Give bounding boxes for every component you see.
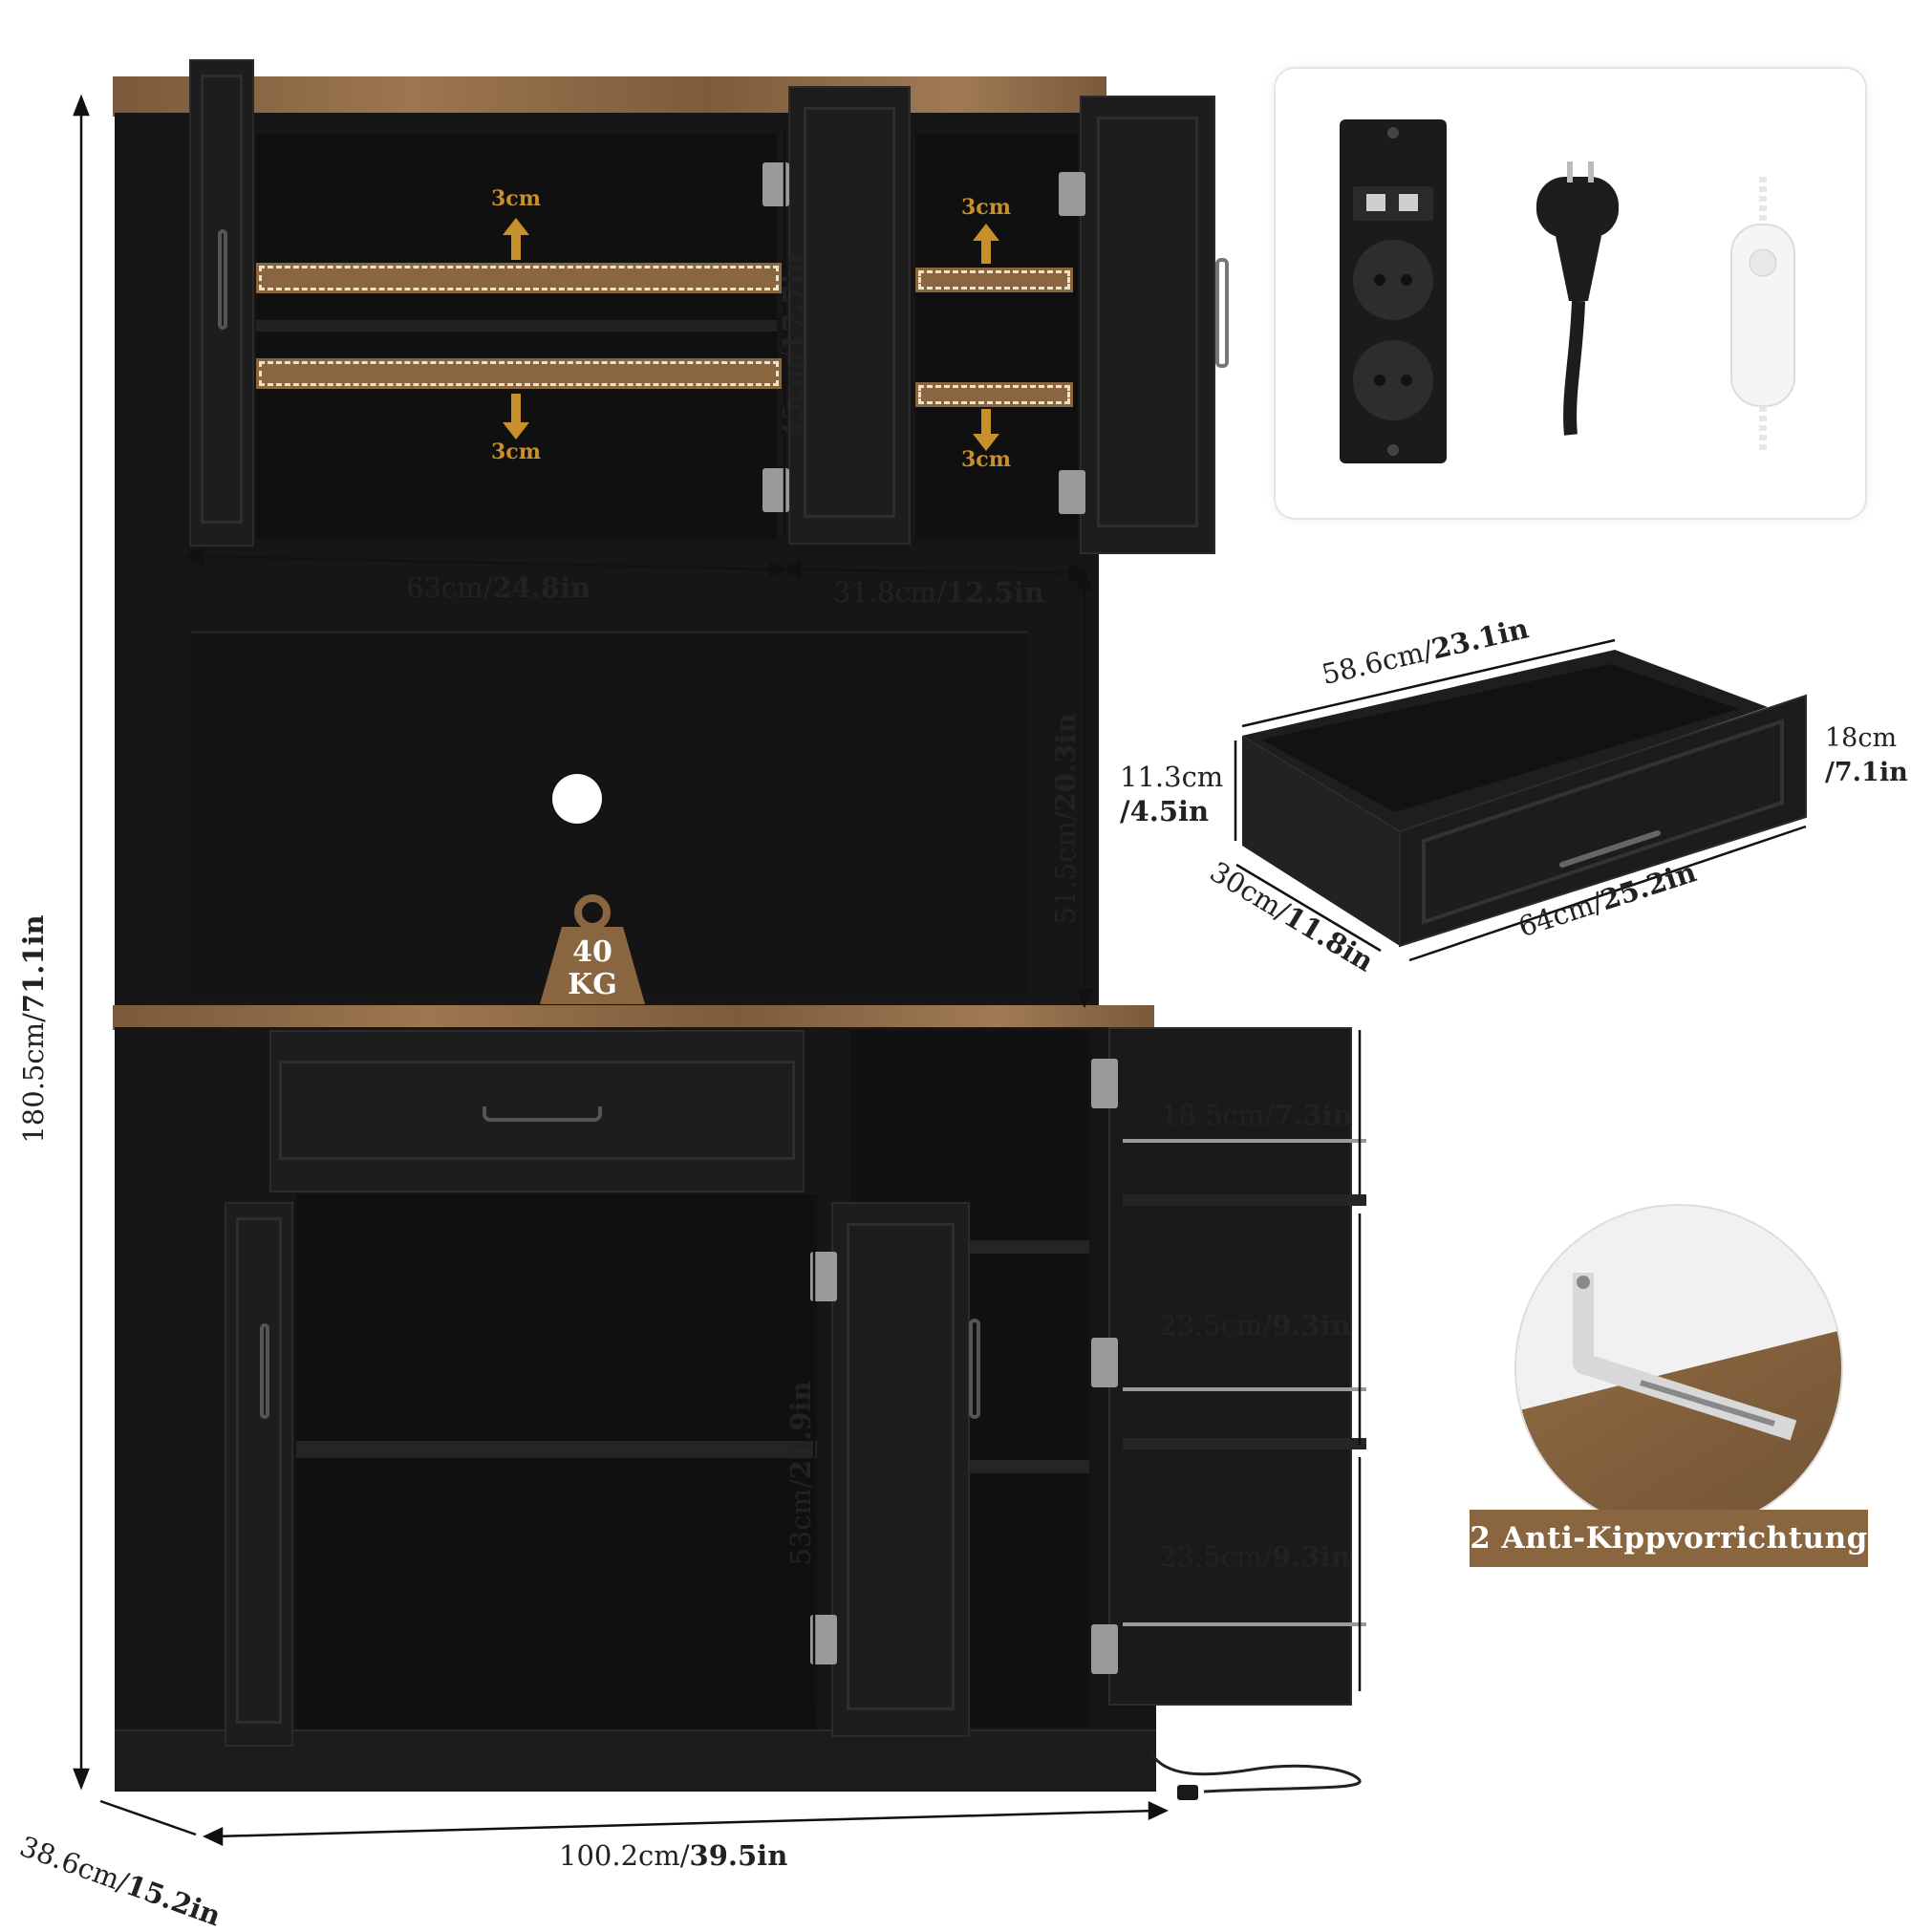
dim-upper-right-width: 31.8cm/12.5in [833,576,1044,609]
hinge-icon [1091,1338,1118,1387]
weight-unit: KG [568,968,617,1001]
anti-tip-circle [1514,1204,1843,1533]
handle [260,1323,269,1419]
drawer-handle [483,1106,602,1122]
top-worktop [113,76,1106,117]
lower-middle-shelf-2 [965,1460,1089,1473]
hinge-icon [1091,1059,1118,1108]
dim-total-height: 180.5cm/71.1in [17,914,50,1144]
power-cord-icon [1149,1752,1362,1800]
anti-tip-label: 2 Anti-Kippvorrichtung [1470,1510,1868,1567]
shelf-adjust-label-2: 3cm [491,440,541,464]
upper-door-right[interactable] [1080,96,1215,554]
upper-right-interior [915,134,1078,540]
door-shelf-1 [1123,1194,1366,1206]
upper-left-interior [256,134,777,540]
arrow-up-head [973,224,999,241]
dim-upper-height: 45cm/17.7in [777,253,809,439]
drawer-inner-height: 11.3cm /4.5in [1120,761,1224,827]
drawer-detail [1234,638,1807,962]
lower-door-left[interactable] [225,1202,293,1747]
shelf-upper-left-1 [256,263,782,293]
shelf-upper-right-1 [915,268,1073,292]
lower-door-middle[interactable] [831,1202,970,1737]
hinge-icon [1091,1624,1118,1674]
arrow-down-icon [981,409,991,436]
door-shelf-bar [1123,1139,1366,1143]
handle [1215,258,1229,368]
led-remote-icon [1730,177,1795,452]
shelf-adjust-label-4: 3cm [961,447,1011,472]
lower-middle-shelf-1 [965,1240,1089,1254]
arrow-down-icon [511,394,521,424]
dim-door-shelf-2: 23.5cm/9.3in [1159,1309,1351,1342]
handle [969,1319,980,1419]
arrow-down-head [503,422,529,440]
arrow-up-head [503,218,529,235]
upper-door-middle[interactable] [788,86,911,545]
hinge-icon [1059,172,1085,216]
dim-door-shelf-1: 18.5cm/7.3in [1161,1099,1353,1131]
lower-left-interior [296,1194,817,1729]
shelf-upper-right-2 [915,382,1073,407]
arrow-up-icon [981,237,991,264]
door-shelf-bar [1123,1387,1366,1391]
cable-hole-icon [552,774,602,824]
anti-tip-bracket-icon [1573,1273,1797,1441]
handle [218,229,227,330]
dim-door-shelf-3: 23.5cm/9.3in [1159,1540,1351,1573]
lower-shelf [296,1441,817,1458]
upper-door-left[interactable] [189,59,254,547]
counter-top [113,1005,1154,1030]
dim-middle-height: 51.5cm/20.3in [1049,713,1082,925]
arrow-up-icon [511,229,521,260]
shelf-upper-left-fixed [256,320,777,332]
plug-icon [1536,161,1619,436]
drawer-outer-height: 18cm /7.1in [1825,723,1908,787]
door-shelf-bar [1123,1622,1366,1626]
main-drawer[interactable] [269,1030,805,1192]
dim-width: 100.2cm/39.5in [559,1839,788,1872]
hinge-icon [1059,470,1085,514]
weight-value: 40 [572,935,612,969]
shelf-upper-left-2 [256,358,782,389]
shelf-adjust-label-1: 3cm [491,186,541,211]
power-strip-icon [1340,119,1447,463]
shelf-adjust-label-3: 3cm [961,195,1011,220]
door-shelf-2 [1123,1438,1366,1449]
weight-icon [540,894,645,1004]
arrow-down-head [973,434,999,451]
dim-lower-height: 53cm/20.9in [784,1381,817,1566]
dim-upper-left-width: 63cm/24.8in [406,571,591,604]
